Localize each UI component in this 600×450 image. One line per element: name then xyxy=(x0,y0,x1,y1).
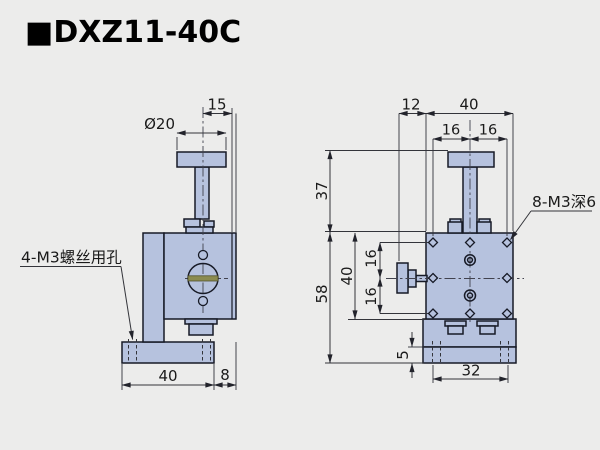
dim-text-16-upper: 16 xyxy=(364,249,380,267)
bracket-base xyxy=(121,341,215,364)
dim-hole-rows: 16 16 xyxy=(364,241,428,315)
dim-text-58: 58 xyxy=(313,284,331,303)
knob-flange-base xyxy=(185,226,214,234)
knob-flange-front xyxy=(447,218,492,234)
callout-text-8m3: 8-M3深6 xyxy=(532,193,596,211)
right-view: 12 40 16 16 37 58 xyxy=(313,96,596,383)
dim-base-width: 40 8 xyxy=(121,342,237,390)
callout-text-4m3: 4-M3螺丝用孔 xyxy=(21,249,122,267)
screw-slot xyxy=(187,275,219,282)
bracket-base-hidden-holes xyxy=(128,339,211,362)
dim-knob-protrusion: 12 xyxy=(398,96,427,261)
dim-text-5: 5 xyxy=(394,350,412,360)
lower-small-hole xyxy=(197,295,209,307)
dim-base-height: 5 xyxy=(394,332,424,378)
base-hidden-holes xyxy=(432,341,509,362)
dim-knob-diameter: Ø20 xyxy=(144,115,227,150)
dim-text-40-top: 40 xyxy=(459,96,478,114)
dim-text-32: 32 xyxy=(461,362,480,380)
left-view: Ø20 15 40 8 4-M3螺丝用孔 xyxy=(20,96,237,390)
knob-shaft xyxy=(194,166,210,220)
dim-hole-columns: 16 16 xyxy=(432,123,508,236)
side-adjust-knob xyxy=(396,262,428,294)
knob-flange-right-block xyxy=(203,220,215,228)
upper-small-hole xyxy=(197,249,209,261)
knob-cap xyxy=(176,151,227,168)
counterbore-holes xyxy=(463,253,477,302)
m3-thread-holes xyxy=(427,237,513,319)
dim-text-37: 37 xyxy=(313,181,331,200)
dim-text-16-lower: 16 xyxy=(364,287,380,305)
page-title: ■DXZ11-40C xyxy=(25,15,241,50)
dim-text-16-left: 16 xyxy=(442,123,460,139)
lower-tab-body xyxy=(188,323,214,336)
dim-text-knob-dia: Ø20 xyxy=(144,115,175,133)
carriage-band xyxy=(422,318,517,348)
dim-text-40-left: 40 xyxy=(338,266,356,285)
knob-flange-left-block xyxy=(183,218,201,228)
dim-knob-offset: 15 xyxy=(202,96,237,232)
dim-heights: 37 58 xyxy=(313,149,448,364)
dim-text-16-right: 16 xyxy=(479,123,497,139)
dim-text-12: 12 xyxy=(401,96,420,114)
dim-base-hole-span: 32 xyxy=(432,362,509,383)
callout-bracket-holes: 4-M3螺丝用孔 xyxy=(20,249,134,341)
bracket-vertical-plate xyxy=(142,232,165,343)
carriage-screws xyxy=(444,320,499,335)
callout-thread-holes: 8-M3深6 xyxy=(510,193,596,240)
dim-text-knob-offset: 15 xyxy=(207,96,226,114)
dim-body-height: 40 xyxy=(338,232,426,320)
knob-cap-front xyxy=(447,151,495,168)
dim-body-width: 40 xyxy=(425,96,514,231)
dim-text-base-width: 40 xyxy=(158,367,177,385)
stage-base xyxy=(422,346,517,364)
dim-text-base-overhang: 8 xyxy=(220,366,230,384)
